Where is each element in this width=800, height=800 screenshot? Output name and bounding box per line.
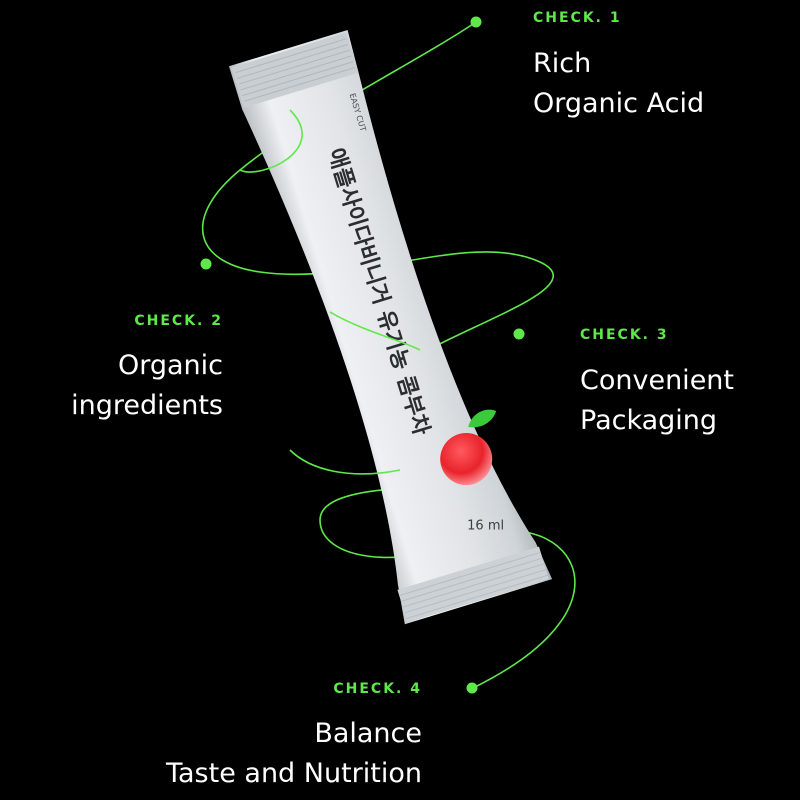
product-pouch: EASY CUT 애플사이다비니거 유기농 콤부차 16 ml	[228, 29, 553, 625]
check-3-title: Convenient Packaging	[580, 361, 734, 441]
check-1-label: CHECK. 1	[533, 10, 622, 26]
volume-text: 16 ml	[467, 518, 504, 533]
check-1-line-2: Organic Acid	[533, 88, 705, 119]
check-2-line-1: Organic	[117, 350, 223, 381]
check-3-line-1: Convenient	[580, 365, 734, 396]
check-4-line-1: Balance	[314, 718, 422, 749]
check-3-line-2: Packaging	[580, 405, 718, 436]
check-2-label: CHECK. 2	[134, 313, 223, 329]
check-1-dot	[470, 16, 482, 28]
check-3-label: CHECK. 3	[580, 327, 669, 343]
check-4-line-2: Taste and Nutrition	[165, 758, 422, 789]
check-4-title: Balance Taste and Nutrition	[166, 714, 422, 794]
check-4-dot	[466, 682, 478, 694]
spiral-line-front	[239, 109, 421, 475]
check-2-dot	[200, 258, 212, 270]
check-2-title: Organic ingredients	[71, 346, 223, 426]
apple-icon	[440, 409, 497, 486]
check-1-title: Rich Organic Acid	[533, 44, 704, 124]
check-4-label: CHECK. 4	[333, 681, 422, 697]
check-3-dot	[513, 328, 525, 340]
check-2-line-2: ingredients	[71, 390, 223, 421]
check-1-line-1: Rich	[533, 48, 592, 79]
